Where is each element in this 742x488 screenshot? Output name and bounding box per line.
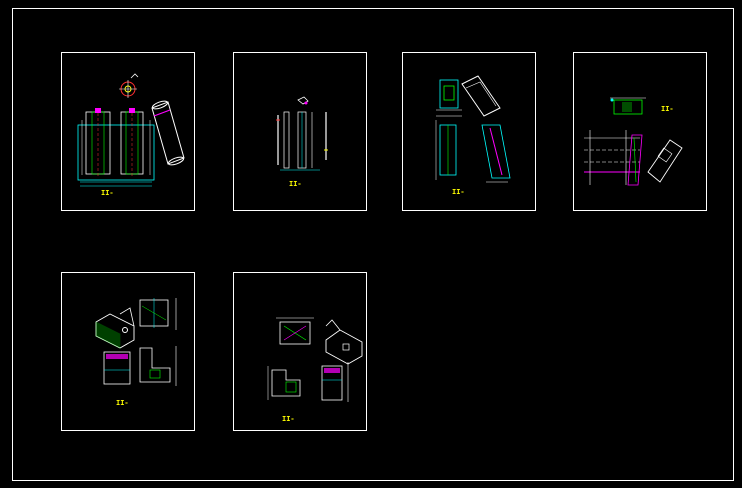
sheet-2-frame bbox=[233, 52, 367, 211]
sheet-3-label: II- bbox=[452, 188, 465, 196]
sheet-3-isometric-block bbox=[461, 75, 501, 117]
sheet-6-front-view bbox=[267, 366, 301, 400]
sheet-1-left-view bbox=[77, 108, 155, 187]
sheet-1-isometric-tube bbox=[151, 100, 185, 166]
sheet-6-label: II- bbox=[282, 415, 295, 423]
sheet-5-top-view bbox=[139, 298, 177, 330]
sheet-1-frame bbox=[61, 52, 195, 211]
sheet-4-front-view bbox=[584, 130, 643, 186]
sheet-4[interactable] bbox=[573, 52, 707, 211]
outer-drawing-border bbox=[12, 8, 734, 481]
sheet-1-label: II- bbox=[101, 189, 114, 197]
sheet-5-frame bbox=[61, 272, 195, 431]
sheet-6-frame bbox=[233, 272, 367, 431]
sheet-2-pins bbox=[276, 111, 328, 171]
sheet-2-small-part bbox=[297, 96, 309, 105]
sheet-2-label: II- bbox=[289, 180, 302, 188]
sheet-4-top-view bbox=[610, 97, 646, 115]
sheet-4-frame bbox=[573, 52, 707, 211]
sheet-6-top-view bbox=[276, 317, 314, 345]
sheet-2[interactable] bbox=[233, 52, 367, 211]
sheet-4-isometric-part bbox=[647, 139, 683, 183]
sheet-3-front-view bbox=[435, 120, 457, 180]
sheet-4-label: II- bbox=[661, 105, 674, 113]
sheet-5-label: II- bbox=[116, 399, 129, 407]
sheet-6-isometric-bracket bbox=[325, 319, 363, 365]
sheet-6-side-view bbox=[321, 362, 349, 402]
sheet-3-top-view bbox=[436, 79, 462, 117]
sheet-1-ring-part bbox=[119, 73, 139, 98]
sheet-5-side-view bbox=[139, 346, 177, 386]
sheet-3[interactable] bbox=[402, 52, 536, 211]
sheet-3-side-view bbox=[481, 124, 511, 183]
sheet-6[interactable] bbox=[233, 272, 367, 431]
sheet-3-frame bbox=[402, 52, 536, 211]
sheet-5[interactable] bbox=[61, 272, 195, 431]
sheet-1[interactable] bbox=[61, 52, 195, 211]
sheet-5-front-view bbox=[103, 351, 131, 385]
sheet-5-isometric-bracket bbox=[95, 307, 135, 349]
